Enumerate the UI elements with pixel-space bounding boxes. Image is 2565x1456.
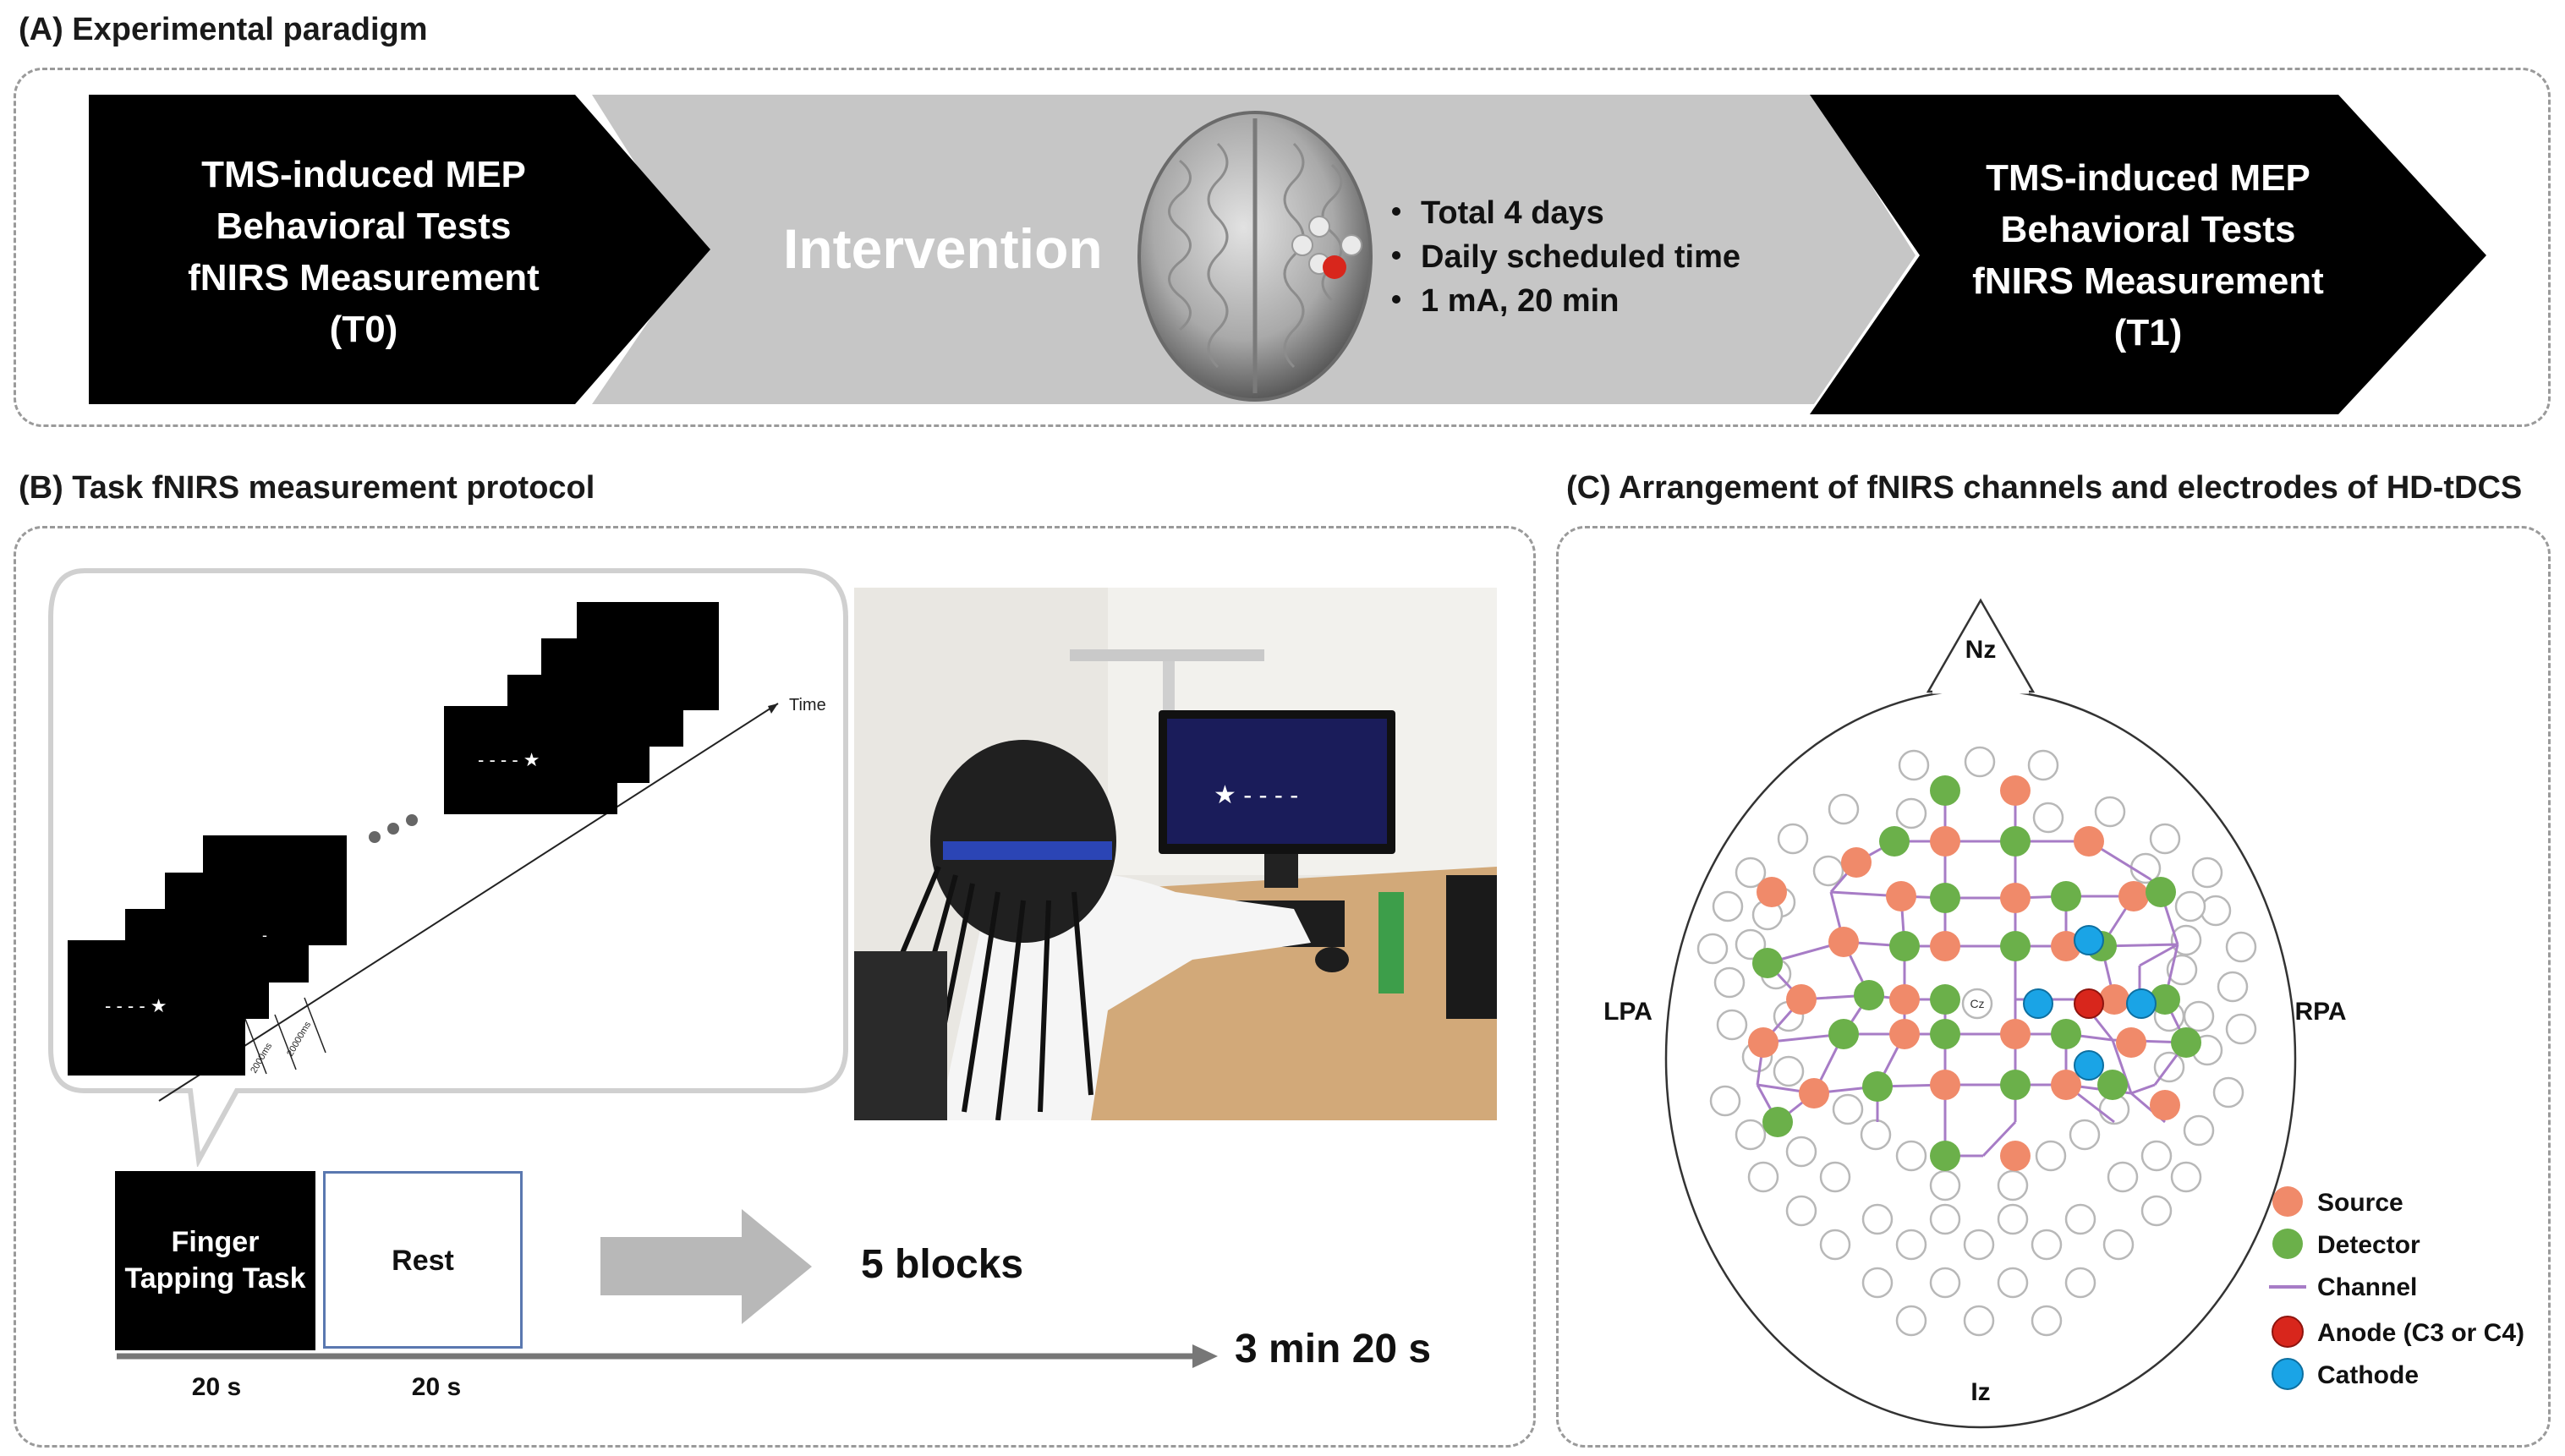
pre-line-2: Behavioral Tests bbox=[216, 205, 512, 247]
pre-measurement-text: TMS-induced MEP Behavioral Tests fNIRS M… bbox=[127, 149, 600, 355]
intervention-label: Intervention bbox=[783, 217, 1103, 280]
lpa-label: LPA bbox=[1603, 998, 1652, 1026]
repeat-arrow bbox=[600, 1209, 812, 1324]
task-duration: 20 s bbox=[191, 1373, 242, 1401]
post-line-1: TMS-induced MEP bbox=[1986, 157, 2310, 199]
task-block-label: Finger Tapping Task bbox=[115, 1224, 315, 1297]
legend: Source Detector Channel Anode (C3 or C4)… bbox=[2269, 1186, 2524, 1390]
stimulus-screen bbox=[68, 940, 245, 1076]
ellipsis-dot bbox=[387, 823, 399, 835]
time-label: Time bbox=[789, 696, 826, 714]
ellipsis-dot bbox=[369, 831, 381, 843]
pre-measurement-arrow bbox=[89, 95, 710, 404]
task-label-line-1: Finger bbox=[171, 1226, 260, 1258]
legend-cathode-swatch bbox=[2272, 1358, 2304, 1390]
channel-lines bbox=[1756, 791, 2188, 1158]
legend-detector-swatch bbox=[2272, 1229, 2303, 1259]
task-schematic: Time - - - - ★ - - - - - ★ 2000ms 20000m… bbox=[48, 568, 848, 1167]
cathode-electrodes bbox=[2023, 925, 2157, 1081]
bullet-2: Daily scheduled time bbox=[1421, 239, 1741, 275]
post-measurement-arrow bbox=[1810, 95, 2486, 414]
post-line-3: fNIRS Measurement bbox=[1972, 260, 2324, 302]
bullet-marks bbox=[1392, 207, 1400, 304]
post-measurement-text: TMS-induced MEP Behavioral Tests fNIRS M… bbox=[1903, 152, 2393, 359]
svg-text:- - - - ★: - - - - ★ bbox=[478, 749, 540, 770]
panel-c-frame bbox=[1556, 526, 2551, 1448]
stimulus-screen-2 bbox=[444, 706, 617, 814]
rest-block bbox=[323, 1171, 523, 1349]
pre-line-1: TMS-induced MEP bbox=[201, 154, 526, 195]
legend-source-swatch bbox=[2272, 1186, 2303, 1217]
total-time-label: 3 min 20 s bbox=[1235, 1327, 1432, 1371]
experiment-photo: ★ - - - - bbox=[854, 588, 1497, 1120]
panel-c-title: (C) Arrangement of fNIRS channels and el… bbox=[1566, 470, 2523, 506]
panel-b-frame bbox=[14, 526, 1536, 1448]
source-optodes bbox=[1748, 775, 2180, 1171]
rest-duration: 20 s bbox=[411, 1373, 462, 1401]
legend-channel-label: Channel bbox=[2317, 1273, 2417, 1301]
svg-text:-: - bbox=[262, 927, 267, 944]
legend-anode-swatch bbox=[2272, 1316, 2304, 1348]
cz-label: Cz bbox=[1970, 997, 1984, 1010]
monitor-stimulus: ★ - - - - bbox=[1214, 781, 1298, 809]
timeline-graphics bbox=[117, 1209, 1218, 1368]
bullet-3: 1 mA, 20 min bbox=[1421, 283, 1620, 319]
anode-electrode bbox=[1323, 255, 1346, 279]
pre-line-3: fNIRS Measurement bbox=[188, 257, 540, 298]
rest-block-label: Rest bbox=[392, 1245, 454, 1277]
nz-label: Nz bbox=[1965, 636, 1997, 664]
panel-a-title: (A) Experimental paradigm bbox=[19, 12, 428, 47]
blocks-label: 5 blocks bbox=[861, 1242, 1024, 1287]
panel-a-graphic bbox=[89, 95, 2486, 414]
bullet-1: Total 4 days bbox=[1421, 195, 1604, 231]
intervention-bullets: Total 4 days Daily scheduled time 1 mA, … bbox=[1421, 191, 1740, 323]
legend-anode-label: Anode (C3 or C4) bbox=[2317, 1319, 2524, 1347]
cz-position: Cz bbox=[1961, 988, 1993, 1020]
iz-label: Iz bbox=[1970, 1378, 1990, 1406]
head-map: Nz Iz LPA RPA Cz bbox=[1603, 598, 2524, 1429]
task-label-line-2: Tapping Task bbox=[124, 1262, 306, 1295]
task-block bbox=[115, 1171, 315, 1350]
ellipsis-dot bbox=[406, 814, 418, 826]
svg-text:- - - - ★: - - - - ★ bbox=[105, 995, 167, 1016]
anode-electrode-map bbox=[2074, 988, 2104, 1019]
rpa-label: RPA bbox=[2294, 998, 2346, 1026]
post-line-4: (T1) bbox=[2113, 312, 2183, 353]
post-line-2: Behavioral Tests bbox=[2000, 209, 2296, 250]
panel-a-frame bbox=[14, 68, 2551, 427]
time-axis bbox=[158, 703, 779, 1102]
pre-line-4: (T0) bbox=[329, 309, 398, 350]
legend-detector-label: Detector bbox=[2317, 1231, 2420, 1259]
brain-icon bbox=[1137, 111, 1373, 402]
panel-b-title: (B) Task fNIRS measurement protocol bbox=[19, 470, 595, 506]
legend-source-label: Source bbox=[2317, 1189, 2403, 1217]
legend-cathode-label: Cathode bbox=[2317, 1361, 2419, 1389]
